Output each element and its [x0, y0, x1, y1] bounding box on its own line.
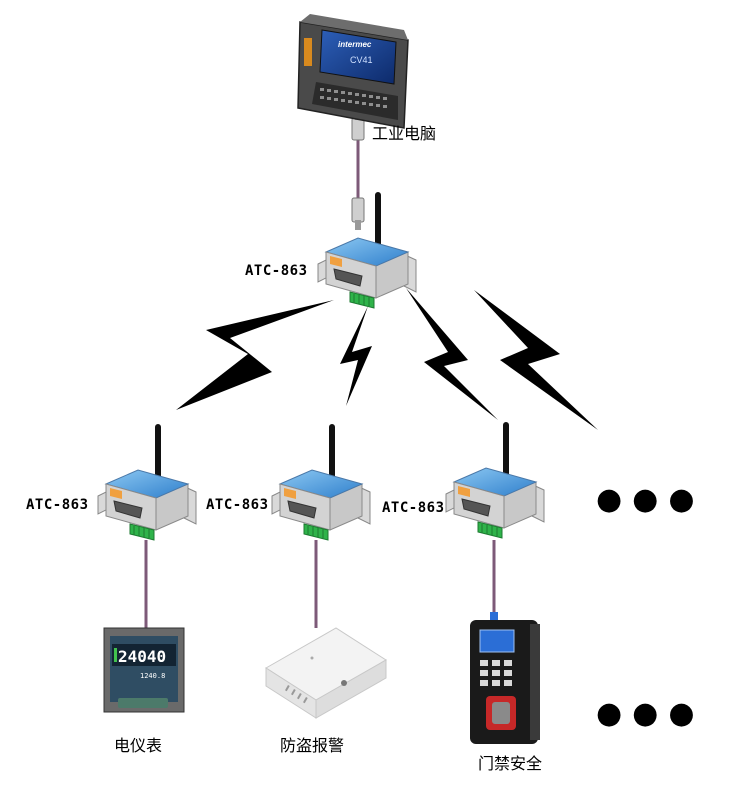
computer-model: CV41: [350, 55, 373, 65]
computer-label: 工业电脑: [372, 124, 437, 143]
node-label-1: ATC-863: [26, 497, 89, 513]
hub-label: ATC-863: [245, 263, 308, 279]
meter-reading: 24040: [118, 647, 166, 666]
lightning-bolt-2: [340, 306, 372, 406]
device-label-alarm: 防盗报警: [280, 736, 345, 755]
alarm-sensor: [265, 627, 387, 719]
access-control-terminal: [470, 620, 540, 744]
meter-sub-reading: 1240.8: [140, 672, 165, 680]
lightning-bolt-1: [176, 300, 334, 410]
electric-meter: 24040 1240.8: [103, 627, 185, 713]
node-label-2: ATC-863: [206, 497, 269, 513]
node-atc-device-2: [271, 423, 371, 541]
industrial-computer: intermec CV41: [297, 14, 409, 129]
node-label-3: ATC-863: [382, 500, 445, 516]
access-cable-marker: [490, 612, 498, 620]
wireless-links: [176, 288, 598, 430]
device-label-access: 门禁安全: [478, 754, 543, 773]
hub-atc-device: [317, 191, 417, 309]
computer-brand: intermec: [338, 40, 372, 49]
node-atc-device-1: [97, 423, 197, 541]
rj45-plug-bottom: [351, 197, 365, 230]
lightning-bolt-3: [406, 288, 498, 420]
lightning-bolt-4: [474, 290, 598, 430]
cables: [144, 140, 496, 628]
device-label-meter: 电仪表: [114, 736, 163, 755]
more-nodes-ellipsis-bottom: ●●●: [596, 696, 705, 731]
node-atc-device-3: [445, 421, 545, 539]
more-nodes-ellipsis-top: ●●●: [596, 482, 705, 517]
